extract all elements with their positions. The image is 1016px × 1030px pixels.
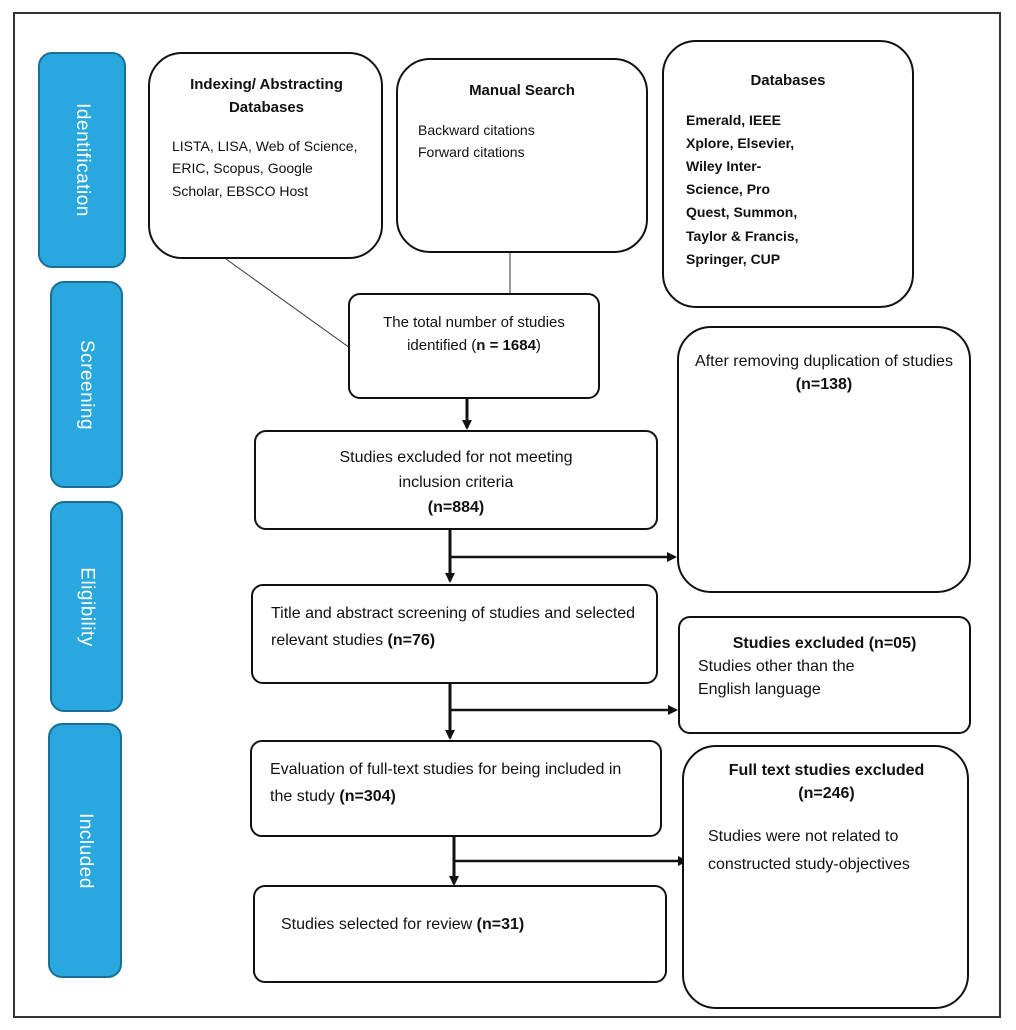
selected-for-review-text: Studies selected for review	[281, 916, 477, 933]
total-studies-count: n = 1684	[476, 337, 536, 355]
phase-identification: Identification	[38, 52, 126, 268]
fulltext-excluded-text: Studies were not related to constructed …	[708, 828, 910, 873]
title-abstract-text: Title and abstract screening of studies …	[271, 605, 636, 650]
criteria-excluded-box: Studies excluded for not meeting inclusi…	[254, 430, 658, 530]
phase-included-label: Included	[75, 812, 96, 889]
total-studies-box: The total number of studies identified (…	[348, 293, 600, 399]
phase-screening: Screening	[50, 281, 123, 488]
indexing-databases-title: Indexing/ Abstracting Databases	[190, 76, 343, 116]
selected-for-review-box: Studies selected for review (n=31)	[253, 885, 667, 983]
fulltext-evaluation-box: Evaluation of full-text studies for bein…	[250, 740, 662, 837]
title-abstract-count: (n=76)	[387, 632, 436, 650]
fulltext-excluded-count: (n=246)	[798, 785, 855, 803]
phase-included: Included	[48, 723, 122, 978]
fulltext-evaluation-count: (n=304)	[339, 788, 396, 806]
fulltext-excluded-title: Full text studies excluded	[728, 762, 925, 779]
diagram-frame	[13, 12, 1001, 1018]
fulltext-excluded-box: Full text studies excluded (n=246) Studi…	[682, 745, 969, 1009]
duplication-count: (n=138)	[795, 376, 853, 394]
databases-title: Databases	[750, 72, 826, 89]
duplication-text: After removing duplication of studies	[695, 353, 953, 370]
language-excluded-box: Studies excluded (n=05) Studies other th…	[678, 616, 971, 734]
total-studies-close: )	[535, 337, 541, 355]
manual-search-line1: Backward citations	[418, 121, 535, 138]
criteria-excluded-text: Studies excluded for not meeting inclusi…	[339, 449, 573, 491]
duplication-box: After removing duplication of studies (n…	[677, 326, 971, 593]
phase-eligibility-label: Eligibility	[76, 566, 98, 647]
language-excluded-title: Studies excluded (n=05)	[732, 635, 917, 652]
indexing-to-total-line	[225, 258, 351, 349]
title-abstract-box: Title and abstract screening of studies …	[251, 584, 658, 684]
indexing-databases-list: LISTA, LISA, Web of Science, ERIC, Scopu…	[172, 138, 358, 199]
phase-screening-label: Screening	[76, 339, 98, 430]
manual-search-box: Manual Search Backward citations Forward…	[396, 58, 648, 253]
manual-search-title: Manual Search	[469, 82, 575, 99]
total-studies-text: The total number of studies identified (	[383, 314, 565, 355]
fulltext-evaluation-text: Evaluation of full-text studies for bein…	[270, 761, 622, 806]
phase-eligibility: Eligibility	[50, 501, 123, 712]
indexing-databases-box: Indexing/ Abstracting Databases LISTA, L…	[148, 52, 383, 259]
manual-search-line2: Forward citations	[418, 143, 525, 160]
databases-list: Emerald, IEEE Xplore, Elsevier, Wiley In…	[686, 111, 799, 267]
criteria-excluded-count: (n=884)	[427, 498, 485, 516]
selected-for-review-count: (n=31)	[476, 916, 525, 933]
phase-identification-label: Identification	[72, 103, 93, 217]
databases-box: Databases Emerald, IEEE Xplore, Elsevier…	[662, 40, 914, 308]
language-excluded-text: Studies other than the English language	[698, 658, 855, 699]
